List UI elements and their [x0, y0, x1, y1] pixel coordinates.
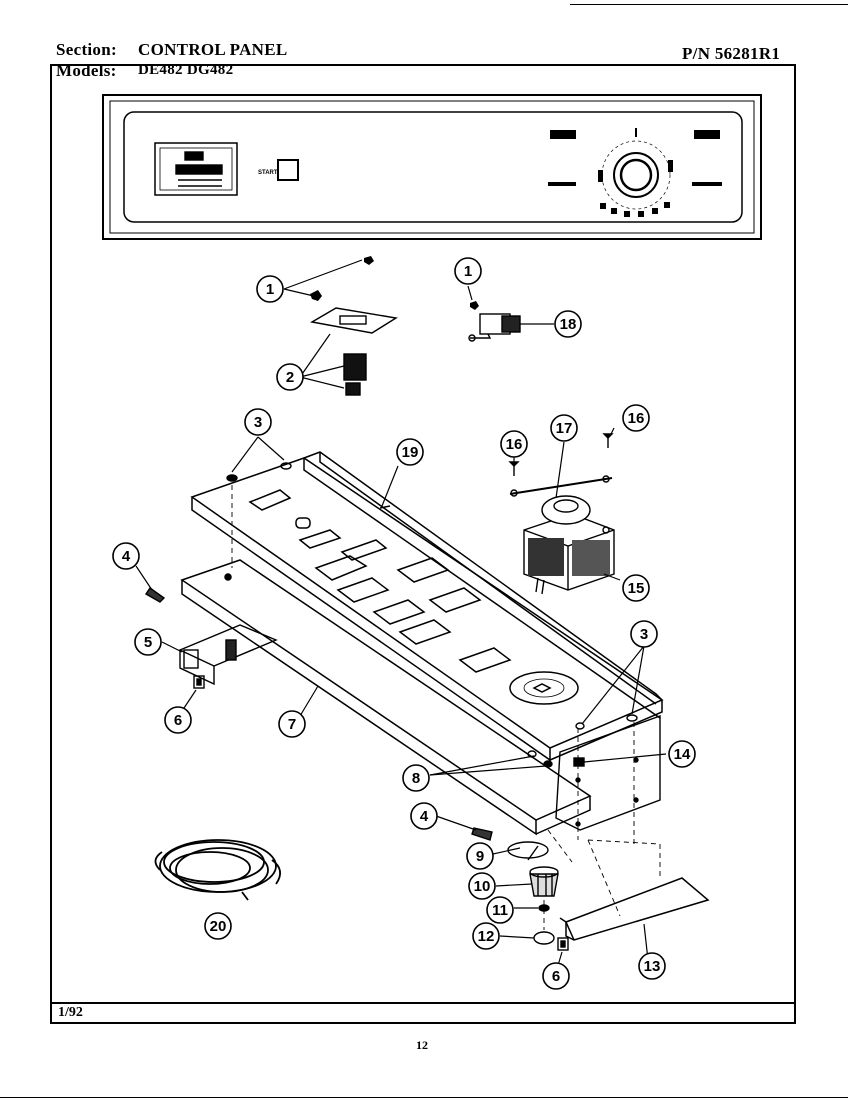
callout-2: 2 — [286, 369, 294, 386]
callout-1-b: 1 — [464, 263, 472, 280]
start-label: START — [258, 170, 278, 176]
callout-17: 17 — [556, 420, 573, 437]
diagram-frame — [50, 64, 796, 1024]
callout-circle — [276, 363, 304, 391]
callout-circle — [500, 430, 528, 458]
callout-circle — [554, 310, 582, 338]
callout-circle — [472, 922, 500, 950]
callout-11: 11 — [492, 902, 508, 919]
callout-circle — [410, 802, 438, 830]
footer-rule — [50, 1002, 796, 1004]
part-7-channel — [180, 559, 592, 836]
callout-14: 14 — [674, 746, 691, 763]
callout-circle — [466, 842, 494, 870]
callout-16-a: 16 — [506, 436, 523, 453]
callout-12: 12 — [478, 928, 495, 945]
part-20-wire-harness — [154, 839, 282, 901]
callout-circle — [486, 896, 514, 924]
callout-1-a: 1 — [266, 281, 274, 298]
models-value: DE482 DG482 — [138, 62, 234, 78]
footer-date: 1/92 — [58, 1005, 83, 1020]
callout-circle — [668, 740, 696, 768]
callout-4-a: 4 — [122, 548, 131, 565]
callout-circle — [396, 438, 424, 466]
part-number: P/N 56281R1 — [682, 44, 781, 63]
callout-circle — [468, 872, 496, 900]
callout-circle — [256, 275, 284, 303]
callout-3-a: 3 — [254, 414, 262, 431]
callout-circle — [244, 408, 272, 436]
callout-16-b: 16 — [628, 410, 645, 427]
callout-8: 8 — [412, 770, 420, 787]
top-rule — [570, 4, 848, 5]
section-title: CONTROL PANEL — [138, 40, 288, 59]
part-18-switch — [468, 313, 521, 342]
callout-circle — [630, 620, 658, 648]
callout-circle — [112, 542, 140, 570]
console-bracket — [190, 451, 664, 762]
callout-3-b: 3 — [640, 626, 648, 643]
callout-9: 9 — [476, 848, 484, 865]
callout-19: 19 — [402, 444, 419, 461]
bottom-rule — [0, 1097, 848, 1098]
callout-circle — [542, 962, 570, 990]
callout-circle — [638, 952, 666, 980]
callout-circle — [622, 574, 650, 602]
callout-circle — [204, 912, 232, 940]
callout-circle — [164, 706, 192, 734]
callout-4-b: 4 — [420, 808, 429, 825]
callout-circle — [622, 404, 650, 432]
callout-20: 20 — [210, 918, 227, 935]
page-number: 12 — [416, 1038, 428, 1052]
part-9-10-11-12-knob-stack — [507, 841, 559, 945]
callout-6-b: 6 — [552, 968, 560, 985]
control-panel-front — [102, 94, 762, 240]
callout-13: 13 — [644, 958, 661, 975]
part-2-switch — [310, 307, 398, 396]
part-5-bracket — [178, 624, 278, 686]
callout-7: 7 — [288, 716, 296, 733]
part-15-timer — [523, 495, 615, 595]
section-label: Section: — [56, 40, 117, 59]
callout-15: 15 — [628, 580, 645, 597]
callout-10: 10 — [474, 878, 491, 895]
callout-circle — [402, 764, 430, 792]
callout-circle — [134, 628, 162, 656]
callout-circle — [278, 710, 306, 738]
callout-5: 5 — [144, 634, 152, 651]
callout-circle — [550, 414, 578, 442]
callout-6-a: 6 — [174, 712, 182, 729]
part-13-wedge — [559, 877, 710, 941]
callout-circle — [454, 257, 482, 285]
callout-18: 18 — [560, 316, 577, 333]
